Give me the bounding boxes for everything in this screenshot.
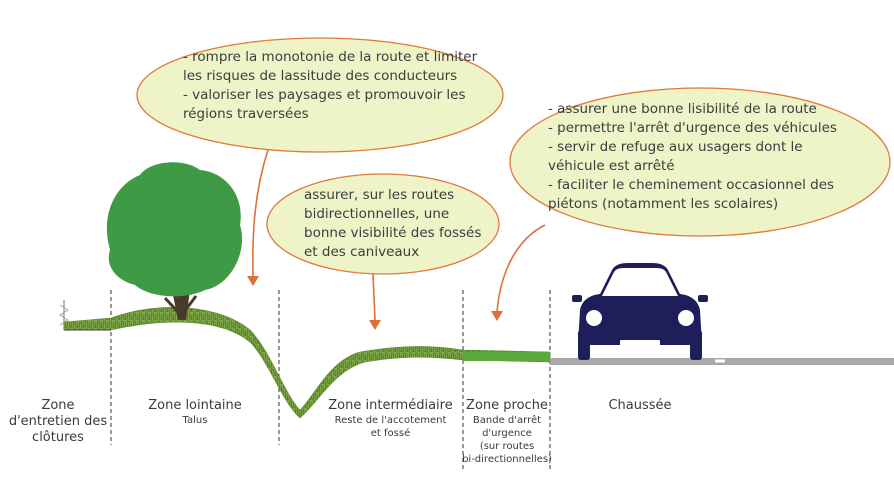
zone-intermediate: Zone intermédiaire Reste de l'accotement… [318, 398, 463, 440]
bubble-top-shape [136, 37, 504, 153]
bubble-middle-line: bidirectionnelles, une [304, 206, 450, 222]
zone-intermediate-sub: Reste de l'accotement et fossé [334, 415, 447, 439]
arrowhead-right [491, 311, 503, 321]
car-icon [572, 263, 708, 360]
arrows [252, 149, 546, 321]
tree-icon [106, 162, 243, 320]
arrowheads [247, 276, 503, 330]
bubble-right-line: piétons (notamment les scolaires) [548, 196, 779, 212]
bubble-right-text: - assurer une bonne lisibilité de la rou… [548, 100, 837, 214]
zone-far-sub: Talus [182, 415, 208, 426]
zone-fence-name: Zone d'entretien des clôtures [8, 398, 108, 445]
bubble-right-line: - permettre l'arrêt d'urgence des véhicu… [548, 120, 837, 136]
zone-near-sub: Bande d'arrêt d'urgence (sur routes bi-d… [462, 415, 552, 465]
bubble-middle-line: assurer, sur les routes [304, 187, 455, 203]
bubble-top-line: les risques de lassitude des conducteurs [183, 68, 458, 84]
arrow-middle [372, 273, 376, 321]
bubble-right-shape [509, 87, 891, 237]
arrowhead-top [247, 276, 259, 286]
zone-fence: Zone d'entretien des clôtures [4, 398, 112, 446]
arrowhead-middle [369, 320, 381, 330]
bubble-top-line: - rompre la monotonie de la route et lim… [183, 49, 478, 65]
arrow-top [252, 149, 269, 279]
bubble-right-line: - assurer une bonne lisibilité de la rou… [548, 101, 817, 117]
near-zone-grass [463, 352, 550, 361]
arrow-right [496, 224, 546, 313]
bubble-right-line: - servir de refuge aux usagers dont le [548, 139, 803, 155]
zone-near-name: Zone proche [466, 398, 548, 413]
bubble-top-text: - rompre la monotonie de la route et lim… [183, 48, 477, 124]
bubble-top-line: régions traversées [183, 106, 309, 122]
bubble-top-line: - valoriser les paysages et promouvoir l… [183, 87, 466, 103]
zone-roadway-name: Chaussée [608, 398, 672, 413]
bubble-middle-text: assurer, sur les routes bidirectionnelle… [304, 186, 481, 262]
bubble-middle-line: bonne visibilité des fossés [304, 225, 482, 241]
zone-intermediate-name: Zone intermédiaire [328, 398, 453, 413]
zone-separators [110, 290, 551, 470]
bubble-middle-shape [266, 173, 500, 275]
zone-far: Zone lointaine Talus [130, 398, 260, 427]
zone-near: Zone proche Bande d'arrêt d'urgence (sur… [462, 398, 552, 466]
bubble-right-line: véhicule est arrêté [548, 158, 675, 174]
zone-far-name: Zone lointaine [148, 398, 242, 413]
bubble-right-line: - faciliter le cheminement occasionnel d… [548, 177, 835, 193]
zone-roadway: Chaussée [590, 398, 690, 414]
bubble-middle-line: et des caniveaux [304, 244, 420, 260]
